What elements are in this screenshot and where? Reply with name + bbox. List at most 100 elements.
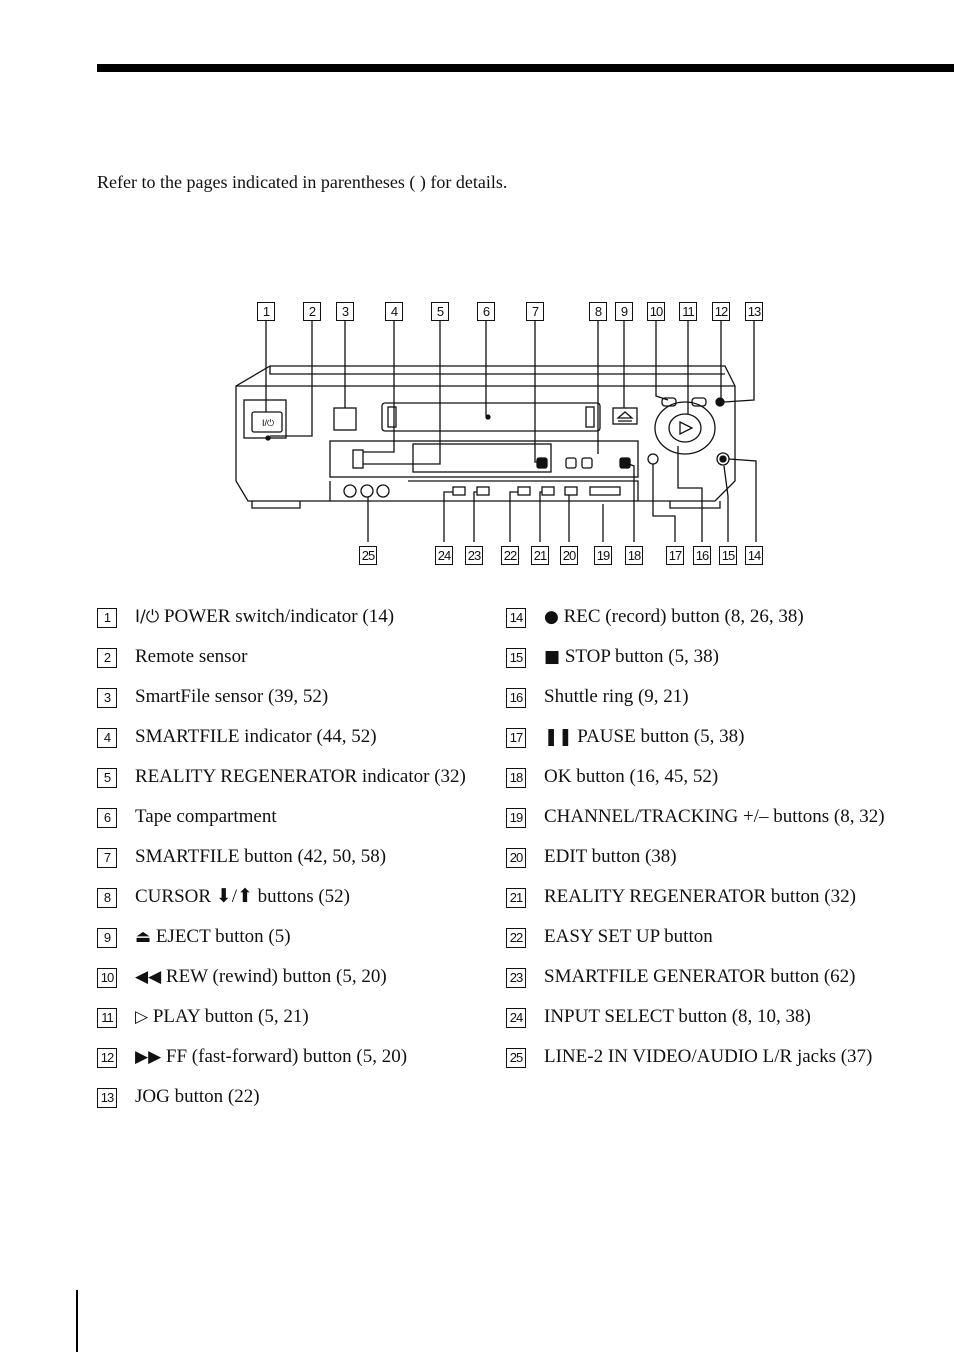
part-item-5: 5 REALITY REGENERATOR indicator (32) xyxy=(97,765,477,789)
part-description: REW (rewind) button (5, 20) xyxy=(165,966,387,987)
part-number: 15 xyxy=(506,648,526,668)
part-description: CHANNEL/TRACKING +/– buttons (8, 32) xyxy=(544,806,885,827)
part-number: 2 xyxy=(97,648,117,668)
part-item-17: 17❚❚ PAUSE button (5, 38) xyxy=(506,725,886,749)
callout-21: 21 xyxy=(531,546,549,565)
margin-rule xyxy=(76,1290,78,1352)
part-description: EDIT button (38) xyxy=(544,846,677,867)
part-number: 12 xyxy=(97,1048,117,1068)
callout-6: 6 xyxy=(477,302,495,321)
part-description: Remote sensor xyxy=(135,646,248,667)
part-item-13: 13 JOG button (22) xyxy=(97,1085,477,1109)
vcr-illustration: I/⏻ xyxy=(235,320,757,542)
part-item-21: 21 REALITY REGENERATOR button (32) xyxy=(506,885,886,909)
callout-8: 8 xyxy=(589,302,607,321)
callout-25: 25 xyxy=(359,546,377,565)
part-description: OK button (16, 45, 52) xyxy=(544,766,719,787)
part-description: STOP button (5, 38) xyxy=(564,646,719,667)
part-number: 13 xyxy=(97,1088,117,1108)
part-item-3: 3 SmartFile sensor (39, 52) xyxy=(97,685,477,709)
part-symbol: I/⏻ xyxy=(135,607,160,627)
part-description: CURSOR ⬇/⬆ buttons (52) xyxy=(135,886,351,907)
callout-23: 23 xyxy=(465,546,483,565)
part-number: 23 xyxy=(506,968,526,988)
top-rule xyxy=(97,64,954,72)
callout-13: 13 xyxy=(745,302,763,321)
part-symbol: ⏏ xyxy=(135,927,152,947)
part-number: 17 xyxy=(506,728,526,748)
part-number: 11 xyxy=(97,1008,117,1028)
callout-22: 22 xyxy=(501,546,519,565)
part-item-18: 18 OK button (16, 45, 52) xyxy=(506,765,886,789)
part-number: 6 xyxy=(97,808,117,828)
part-number: 21 xyxy=(506,888,526,908)
vcr-front-panel-diagram: I/⏻ 1 2 3 4 5 6 7 8 9 10 11 12 13 25 24 … xyxy=(230,296,770,586)
part-symbol: ◀◀ xyxy=(135,967,162,987)
callout-11: 11 xyxy=(679,302,697,321)
part-number: 20 xyxy=(506,848,526,868)
callout-3: 3 xyxy=(336,302,354,321)
part-description: LINE-2 IN VIDEO/AUDIO L/R jacks (37) xyxy=(544,1046,873,1067)
part-item-11: 11 ▷ PLAY button (5, 21) xyxy=(97,1005,477,1029)
callout-12: 12 xyxy=(712,302,730,321)
part-description: PLAY button (5, 21) xyxy=(152,1006,309,1027)
part-number: 24 xyxy=(506,1008,526,1028)
part-item-22: 22 EASY SET UP button xyxy=(506,925,886,949)
part-item-14: 14 ● REC (record) button (8, 26, 38) xyxy=(506,605,886,629)
part-item-16: 16 Shuttle ring (9, 21) xyxy=(506,685,886,709)
part-symbol: ▷ xyxy=(135,1007,149,1027)
part-description: EJECT button (5) xyxy=(155,926,291,947)
callout-9: 9 xyxy=(615,302,633,321)
part-description: REALITY REGENERATOR indicator (32) xyxy=(135,766,466,787)
part-number: 5 xyxy=(97,768,117,788)
part-item-2: 2 Remote sensor xyxy=(97,645,477,669)
part-description: Shuttle ring (9, 21) xyxy=(544,686,689,707)
callout-19: 19 xyxy=(594,546,612,565)
part-description: JOG button (22) xyxy=(135,1086,260,1107)
parts-list-right: 14 ● REC (record) button (8, 26, 38) 15■ S… xyxy=(506,605,886,1085)
part-description: REC (record) button (8, 26, 38) xyxy=(563,606,804,627)
part-symbol: ● xyxy=(544,607,559,627)
callout-20: 20 xyxy=(560,546,578,565)
part-symbol: ▶▶ xyxy=(135,1047,162,1067)
callout-18: 18 xyxy=(625,546,643,565)
part-number: 10 xyxy=(97,968,117,988)
intro-text: Refer to the pages indicated in parenthe… xyxy=(97,172,508,192)
part-number: 7 xyxy=(97,848,117,868)
part-number: 8 xyxy=(97,888,117,908)
part-description: SMARTFILE indicator (44, 52) xyxy=(135,726,377,747)
part-number: 16 xyxy=(506,688,526,708)
callout-16: 16 xyxy=(693,546,711,565)
callout-10: 10 xyxy=(647,302,665,321)
part-description: SMARTFILE button (42, 50, 58) xyxy=(135,846,387,867)
callout-7: 7 xyxy=(526,302,544,321)
part-item-8: 8 CURSOR ⬇/⬆ buttons (52) xyxy=(97,885,477,909)
part-description: REALITY REGENERATOR button (32) xyxy=(544,886,856,907)
part-item-10: 10 ◀◀ REW (rewind) button (5, 20) xyxy=(97,965,477,989)
part-number: 1 xyxy=(97,608,117,628)
part-number: 25 xyxy=(506,1048,526,1068)
part-description: EASY SET UP button xyxy=(544,926,713,947)
part-description: SmartFile sensor (39, 52) xyxy=(135,686,329,707)
callout-17: 17 xyxy=(666,546,684,565)
part-item-9: 9⏏ EJECT button (5) xyxy=(97,925,477,949)
part-number: 14 xyxy=(506,608,526,628)
callout-5: 5 xyxy=(431,302,449,321)
part-item-7: 7 SMARTFILE button (42, 50, 58) xyxy=(97,845,477,869)
part-item-15: 15■ STOP button (5, 38) xyxy=(506,645,886,669)
callout-24: 24 xyxy=(435,546,453,565)
callout-1: 1 xyxy=(257,302,275,321)
power-switch-label: I/⏻ xyxy=(262,418,274,428)
part-number: 22 xyxy=(506,928,526,948)
part-description: INPUT SELECT button (8, 10, 38) xyxy=(544,1006,811,1027)
part-item-20: 20 EDIT button (38) xyxy=(506,845,886,869)
part-item-25: 25 LINE-2 IN VIDEO/AUDIO L/R jacks (37) xyxy=(506,1045,886,1069)
part-description: PAUSE button (5, 38) xyxy=(577,726,745,747)
part-number: 18 xyxy=(506,768,526,788)
part-number: 3 xyxy=(97,688,117,708)
